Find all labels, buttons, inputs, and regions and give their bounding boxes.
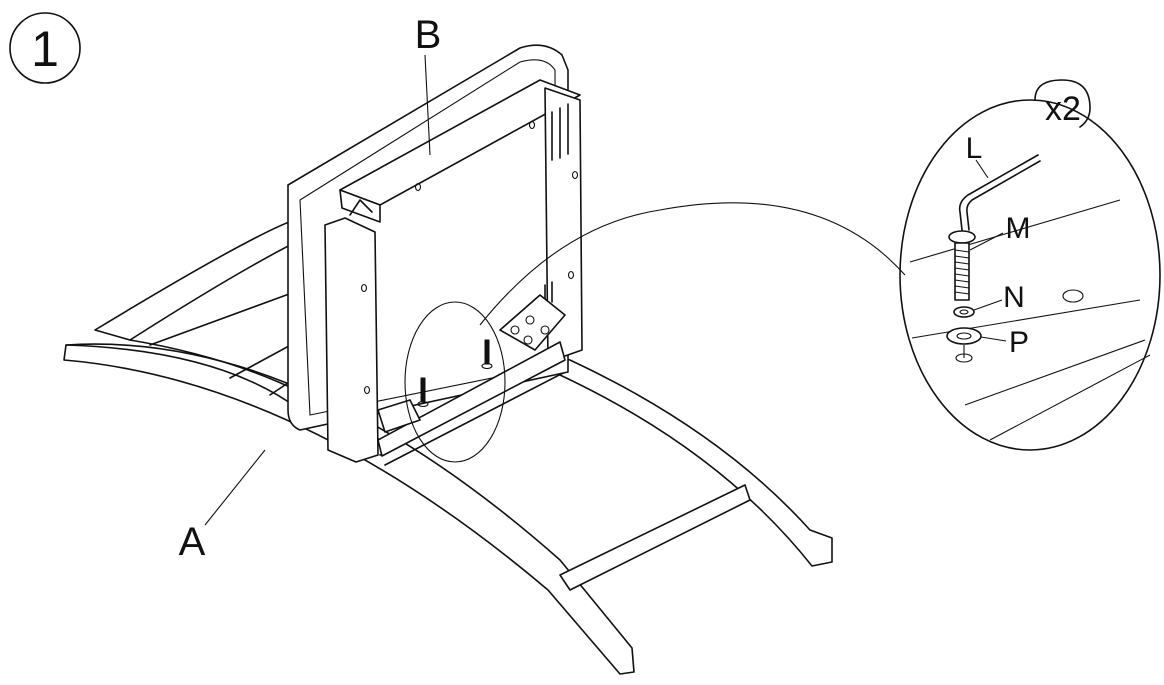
quantity-badge: x2 xyxy=(1034,79,1091,128)
step-badge: 1 xyxy=(9,12,81,84)
screws xyxy=(417,339,493,408)
leader-lines xyxy=(204,54,1007,526)
seat-frame-b xyxy=(287,44,583,463)
part-label-n: N xyxy=(1003,281,1025,314)
part-label-m: M xyxy=(1006,212,1031,245)
quantity-label: x2 xyxy=(1045,90,1081,128)
part-label-l: L xyxy=(966,132,983,165)
part-label-b: B xyxy=(415,13,442,57)
detail-zoom xyxy=(899,99,1161,451)
part-label-a: A xyxy=(179,520,206,564)
detail-circle-small xyxy=(404,301,506,463)
step-number: 1 xyxy=(31,21,59,77)
part-label-p: P xyxy=(1009,326,1029,359)
detail-connector xyxy=(479,202,906,326)
